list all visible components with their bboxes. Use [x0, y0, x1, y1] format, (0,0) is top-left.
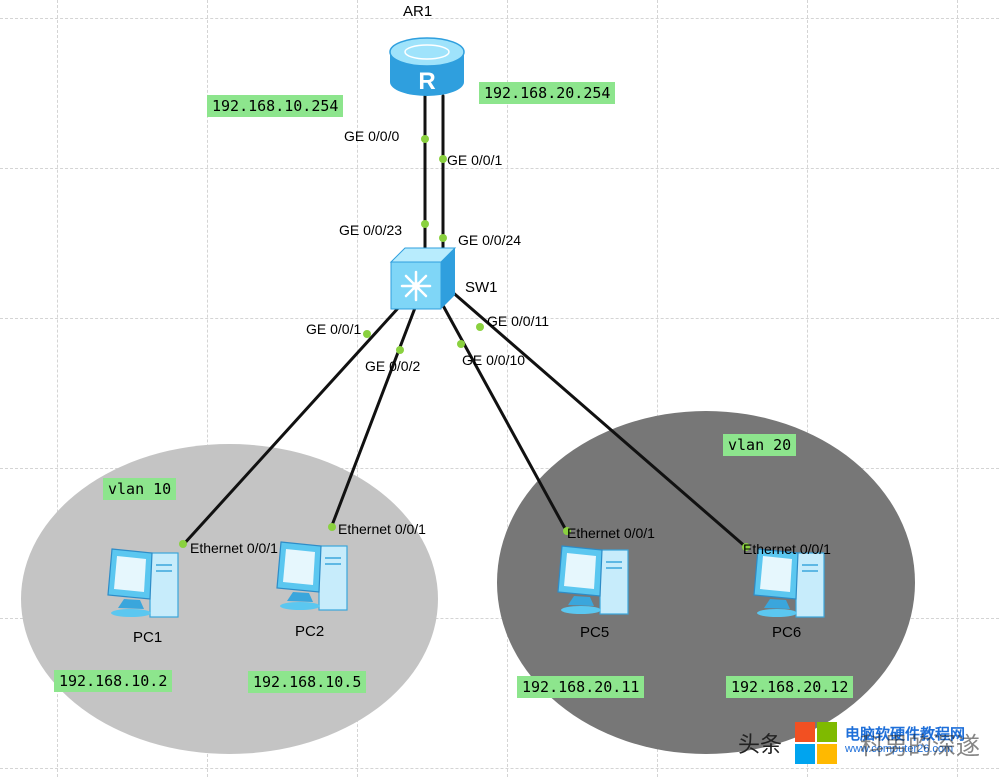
- link-sw1-pc2[interactable]: [329, 298, 420, 530]
- port-label-sw1-ge002: GE 0/0/2: [365, 358, 421, 374]
- port-dot: [421, 220, 429, 228]
- port-dot: [179, 540, 187, 548]
- pc2-label: PC2: [295, 623, 325, 640]
- watermark-site-url: www.computer26.com: [845, 743, 954, 755]
- pc1-label: PC1: [133, 629, 163, 646]
- port-dot: [476, 323, 484, 331]
- port-label-sw1-ge0010: GE 0/0/10: [462, 352, 526, 368]
- watermark-prefix: 头条: [738, 732, 783, 757]
- pc5-label: PC5: [580, 624, 610, 641]
- pc2-ip: 192.168.10.5: [248, 671, 367, 693]
- router-ip-right: 192.168.20.254: [479, 82, 616, 104]
- port-dot: [363, 330, 371, 338]
- router-ip-left: 192.168.10.254: [207, 95, 344, 117]
- router-label: AR1: [403, 3, 433, 20]
- port-label-ar1-ge001: GE 0/0/1: [447, 152, 503, 168]
- port-label-sw1-ge0023: GE 0/0/23: [339, 222, 403, 238]
- port-dot: [563, 527, 571, 535]
- link-sw1-pc5[interactable]: [438, 298, 569, 534]
- pc5-ip: 192.168.20.11: [517, 676, 645, 698]
- vlan20-label: vlan 20: [723, 434, 797, 456]
- watermark-author: 科男的深遂: [860, 733, 980, 760]
- windows-logo-icon: [795, 722, 837, 764]
- port-dot: [396, 346, 404, 354]
- link-sw1-pc1[interactable]: [181, 293, 412, 547]
- port-dot: [742, 543, 750, 551]
- port-dot: [328, 523, 336, 531]
- router-icon[interactable]: R: [389, 37, 465, 96]
- port-dot: [439, 234, 447, 242]
- pc6-ip: 192.168.20.12: [726, 676, 854, 698]
- vlan10-label: vlan 10: [103, 478, 177, 500]
- link-sw1-pc6[interactable]: [448, 288, 749, 550]
- port-label-pc2-eth: Ethernet 0/0/1: [338, 521, 426, 537]
- port-dot: [421, 135, 429, 143]
- watermark-site-name: 电脑软硬件教程网: [845, 726, 966, 743]
- port-label-ar1-ge000: GE 0/0/0: [344, 128, 400, 144]
- port-label-pc6-eth: Ethernet 0/0/1: [743, 541, 831, 557]
- switch-icon[interactable]: [389, 247, 457, 310]
- port-dot: [439, 155, 447, 163]
- switch-label: SW1: [465, 279, 498, 296]
- port-label-pc1-eth: Ethernet 0/0/1: [190, 540, 278, 556]
- port-label-sw1-ge0011: GE 0/0/11: [487, 313, 550, 329]
- port-label-pc5-eth: Ethernet 0/0/1: [567, 525, 655, 541]
- pc1-ip: 192.168.10.2: [54, 670, 173, 692]
- port-dot: [457, 340, 465, 348]
- pc6-label: PC6: [772, 624, 802, 641]
- port-label-sw1-ge0024: GE 0/0/24: [458, 232, 522, 248]
- svg-text:R: R: [418, 68, 435, 95]
- port-label-sw1-ge001: GE 0/0/1: [306, 321, 362, 337]
